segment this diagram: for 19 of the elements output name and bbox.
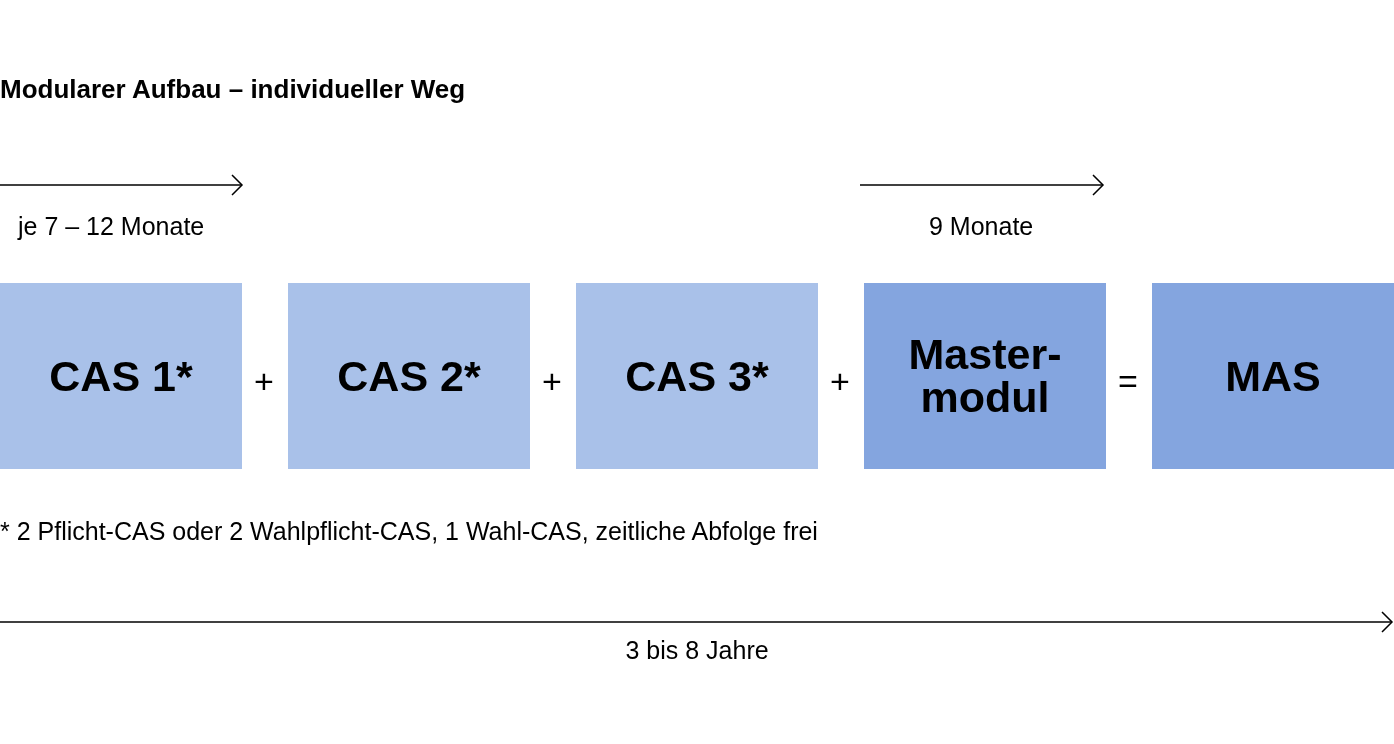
duration-label: 3 bis 8 Jahre — [625, 635, 769, 665]
module-box — [1152, 283, 1394, 469]
duration-label: je 7 – 12 Monate — [18, 211, 205, 241]
module-name: CAS 1* — [48, 354, 194, 398]
module-name: CAS 3* — [624, 354, 770, 398]
module-box — [576, 283, 818, 469]
operator-sign: + — [830, 360, 850, 402]
module-box — [864, 283, 1106, 469]
duration-label: 9 Monate — [929, 211, 1034, 241]
module-name: Master-modul — [907, 333, 1063, 419]
module-box — [288, 283, 530, 469]
operator-sign: + — [542, 360, 562, 402]
operator-sign: + — [254, 360, 274, 402]
operator-sign: = — [1118, 360, 1138, 402]
module-name: CAS 2* — [336, 354, 482, 398]
footnote: * 2 Pflicht-CAS oder 2 Wahlpflicht-CAS, 1 Wahl-CAS, zeitliche Abfolge frei — [0, 516, 818, 546]
module-box — [0, 283, 242, 469]
title: Modularer Aufbau – individueller Weg — [0, 74, 466, 106]
module-name: MAS — [1224, 354, 1322, 398]
